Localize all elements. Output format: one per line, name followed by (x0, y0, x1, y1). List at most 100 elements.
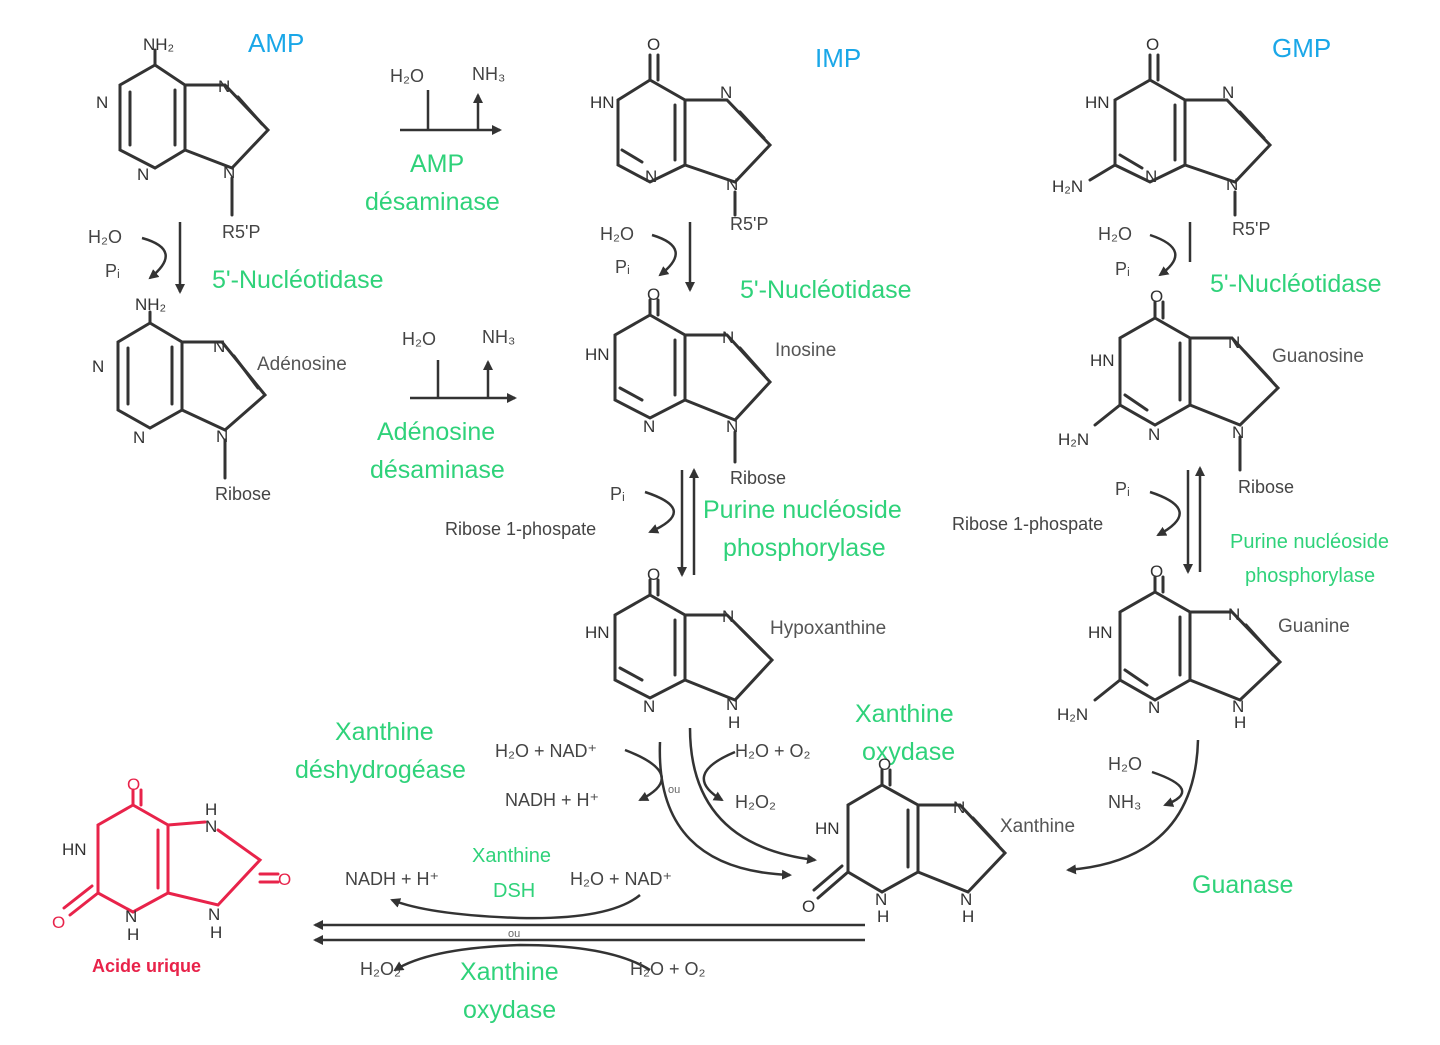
svg-text:N: N (726, 417, 738, 436)
xanthine-deshydrogenase-label-1: Xanthine (335, 718, 434, 746)
svg-text:HN: HN (590, 93, 615, 112)
xanthine-oxydase-b-label-1: Xanthine (460, 958, 559, 986)
hypoxanthine-structure: O HN N N N H (585, 565, 775, 732)
svg-text:N: N (1228, 333, 1240, 352)
svg-text:N: N (1145, 167, 1157, 186)
svg-text:H: H (127, 925, 139, 944)
svg-text:N: N (722, 607, 734, 626)
svg-text:O: O (127, 775, 140, 794)
svg-text:N: N (133, 428, 145, 447)
svg-text:H: H (728, 713, 740, 732)
svg-text:N: N (218, 77, 230, 96)
svg-text:O: O (802, 897, 815, 916)
svg-text:NH₃: NH₃ (482, 327, 515, 347)
svg-text:Ribose: Ribose (215, 484, 271, 504)
uric-acid-structure: O HN O N H H N N H O (52, 775, 291, 944)
svg-text:Ribose 1-phospate: Ribose 1-phospate (952, 514, 1103, 534)
svg-text:HN: HN (585, 623, 610, 642)
svg-text:NADH + H⁺: NADH + H⁺ (505, 790, 599, 810)
svg-text:H₂O₂: H₂O₂ (735, 792, 776, 812)
svg-text:H: H (1234, 713, 1246, 732)
gmp-r5p: R5'P (1232, 219, 1270, 239)
svg-text:Pᵢ: Pᵢ (105, 261, 120, 281)
svg-text:N: N (1226, 175, 1238, 194)
adenosine-desaminase-arrow: H₂O NH₃ (402, 327, 517, 403)
svg-text:Pᵢ: Pᵢ (1115, 259, 1130, 279)
svg-text:N: N (205, 817, 217, 836)
svg-text:HN: HN (585, 345, 610, 364)
nucleotidase-arrow-1: H₂O Pᵢ (88, 222, 185, 294)
nucleotidase-arrow-3: H₂O Pᵢ (1098, 222, 1192, 279)
svg-text:N: N (726, 695, 738, 714)
imp-r5p: R5'P (730, 214, 768, 234)
svg-text:H₂O: H₂O (402, 329, 436, 349)
svg-text:NADH + H⁺: NADH + H⁺ (345, 869, 439, 889)
nucleotidase-label-1: 5'-Nucléotidase (212, 266, 384, 294)
svg-text:NH₃: NH₃ (472, 64, 505, 84)
svg-text:N: N (960, 890, 972, 909)
svg-text:N: N (726, 175, 738, 194)
svg-text:H₂N: H₂N (1057, 705, 1088, 724)
xanthine-to-uric-acid-arrows: NADH + H⁺ H₂O + NAD⁺ H₂O₂ H₂O + O₂ ou (313, 869, 865, 979)
guanosine-label: Guanosine (1272, 346, 1364, 367)
xanthine-deshydrogenase-label-2: déshydrogéase (295, 756, 466, 784)
svg-text:H₂O: H₂O (600, 224, 634, 244)
nucleotidase-arrow-2: H₂O Pᵢ (600, 222, 695, 292)
guanine-label: Guanine (1278, 616, 1350, 637)
svg-text:HN: HN (815, 819, 840, 838)
svg-text:N: N (1228, 605, 1240, 624)
svg-text:N: N (1232, 697, 1244, 716)
xanthine-dsh-label-2: DSH (493, 880, 535, 902)
adenosine-structure: NH₂ N N N N Ribose (92, 295, 271, 504)
svg-text:N: N (722, 328, 734, 347)
svg-text:N: N (643, 697, 655, 716)
gmp-title: GMP (1272, 33, 1331, 63)
hypoxanthine-label: Hypoxanthine (770, 618, 886, 639)
svg-text:ou: ou (668, 784, 680, 796)
svg-text:Ribose 1-phospate: Ribose 1-phospate (445, 519, 596, 539)
svg-text:O: O (1150, 562, 1163, 581)
guanosine-structure: O HN N N N H₂N Ribose (1058, 287, 1294, 497)
adenosine-desaminase-label-1: Adénosine (377, 418, 495, 446)
svg-text:H₂O: H₂O (88, 227, 122, 247)
amp-title: AMP (248, 28, 304, 58)
pnp-arrow-2: Pᵢ Ribose 1-phospate (952, 466, 1205, 574)
gmp-h2n: H₂N (1052, 177, 1083, 196)
svg-text:N: N (223, 163, 235, 182)
xanthine-oxydase-b-label-2: oxydase (463, 996, 556, 1024)
imp-structure: O HN N N N R5'P (590, 35, 773, 234)
svg-text:N: N (216, 427, 228, 446)
imp-title: IMP (815, 43, 861, 73)
svg-text:Pᵢ: Pᵢ (615, 257, 630, 277)
nucleotidase-label-3: 5'-Nucléotidase (1210, 270, 1382, 298)
svg-text:H₂O₂: H₂O₂ (360, 959, 401, 979)
xanthine-oxydase-label-2: oxydase (862, 738, 955, 766)
pnp-label-1a: Purine nucléoside (703, 496, 902, 524)
svg-text:N: N (643, 417, 655, 436)
svg-text:O: O (52, 913, 65, 932)
guanine-structure: O HN N N N H H₂N (1057, 562, 1283, 732)
svg-text:H₂O: H₂O (390, 66, 424, 86)
svg-text:O: O (647, 35, 660, 54)
svg-text:N: N (125, 907, 137, 926)
svg-text:H₂N: H₂N (1058, 430, 1089, 449)
svg-text:Ribose: Ribose (1238, 477, 1294, 497)
inosine-label: Inosine (775, 340, 836, 361)
svg-text:N: N (953, 798, 965, 817)
svg-text:O: O (878, 755, 891, 774)
svg-text:N: N (96, 93, 108, 112)
svg-text:H₂O + O₂: H₂O + O₂ (630, 959, 706, 979)
svg-text:O: O (647, 565, 660, 584)
svg-text:O: O (1150, 287, 1163, 306)
svg-text:NH₃: NH₃ (1108, 792, 1141, 812)
svg-text:H₂O + NAD⁺: H₂O + NAD⁺ (495, 741, 597, 761)
pnp-label-2a: Purine nucléoside (1230, 531, 1389, 553)
pnp-arrow-1: Pᵢ Ribose 1-phospate (445, 468, 699, 577)
svg-text:N: N (1148, 698, 1160, 717)
adenosine-label: Adénosine (257, 354, 347, 375)
pnp-label-2b: phosphorylase (1245, 565, 1375, 587)
uric-acid-label: Acide urique (92, 956, 201, 976)
svg-text:NH₂: NH₂ (135, 295, 166, 314)
